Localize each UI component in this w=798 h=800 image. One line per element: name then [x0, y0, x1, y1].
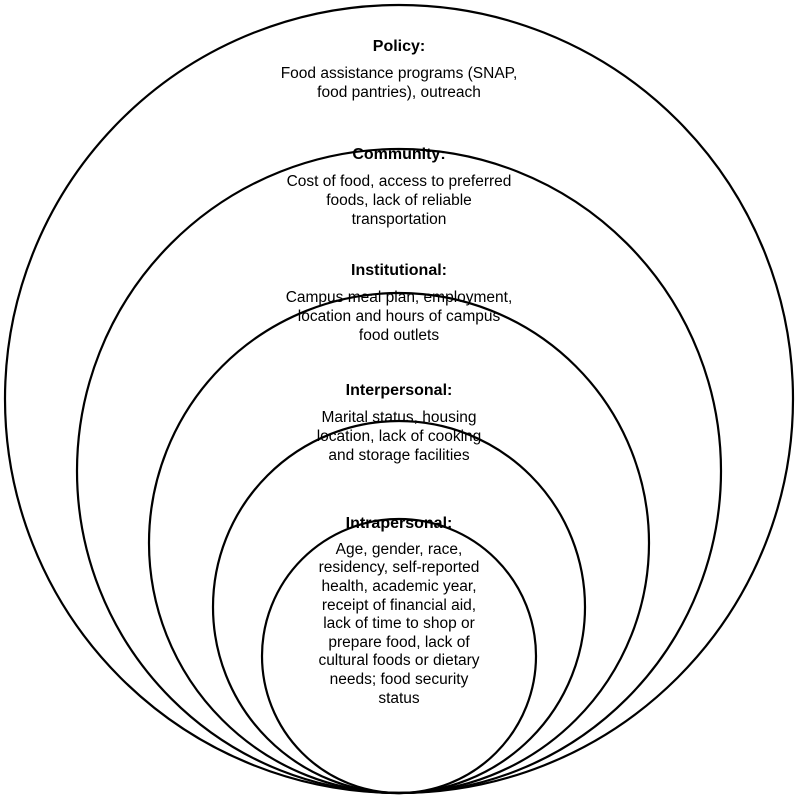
interpersonal-title: Interpersonal: [345, 382, 453, 399]
intrapersonal-description: Age, gender, race, residency, self-repor… [318, 540, 480, 707]
community-title: Community: [352, 146, 446, 163]
institutional-level: Institutional: Campus meal plan, employm… [229, 261, 569, 345]
policy-title: Policy: [372, 38, 426, 55]
intrapersonal-level: Intrapersonal: Age, gender, race, reside… [274, 514, 524, 708]
institutional-description: Campus meal plan, employment, location a… [285, 288, 513, 345]
intrapersonal-ring [260, 517, 538, 795]
interpersonal-level: Interpersonal: Marital status, housing l… [259, 381, 539, 465]
intrapersonal-title: Intrapersonal: [345, 515, 453, 532]
community-description: Cost of food, access to preferred foods,… [286, 172, 512, 229]
policy-description: Food assistance programs (SNAP, food pan… [280, 64, 518, 102]
community-level: Community: Cost of food, access to prefe… [234, 145, 564, 229]
interpersonal-description: Marital status, housing location, lack o… [316, 408, 482, 465]
policy-level: Policy: Food assistance programs (SNAP, … [249, 37, 549, 102]
institutional-title: Institutional: [351, 262, 447, 279]
